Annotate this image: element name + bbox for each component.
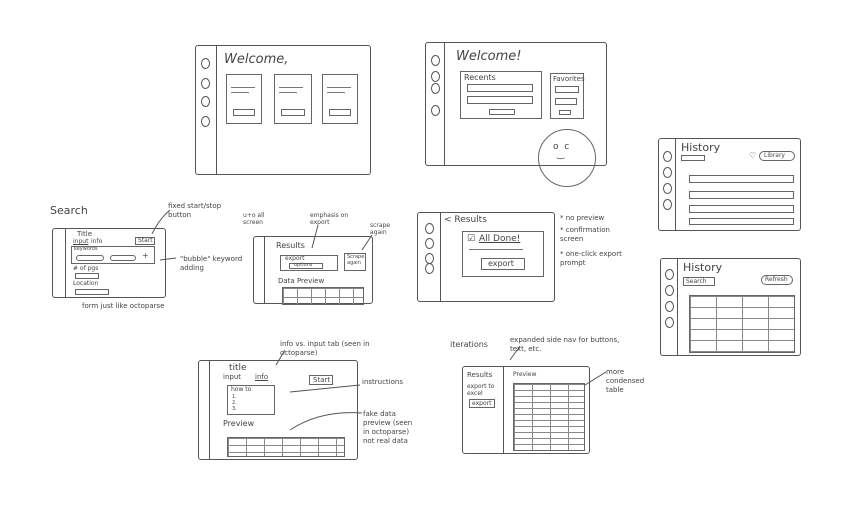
- data-preview-table: [282, 287, 364, 305]
- refresh-button[interactable]: Refresh: [761, 275, 793, 285]
- card: [274, 74, 312, 124]
- library-button[interactable]: Library: [759, 151, 795, 161]
- history-sketch-b: History Search Refresh: [660, 258, 801, 356]
- welcome-heading: Welcome!: [456, 49, 522, 64]
- annotation: scrape again: [370, 222, 391, 236]
- instructions-box: how to 1. 2. 3.: [227, 385, 275, 415]
- favorites-panel: Favorites: [550, 73, 585, 119]
- annotation: "bubble" keyword adding: [180, 255, 243, 272]
- history-heading: History: [681, 141, 721, 154]
- iteration-label: iterations: [450, 340, 488, 349]
- scrape-again-button[interactable]: Scrape again: [344, 253, 366, 271]
- results-sketch: Results export options Scrape again Data…: [253, 236, 373, 305]
- heart-icon: ♡: [749, 151, 757, 160]
- annotation: more condensed table: [606, 368, 645, 394]
- search-input[interactable]: Search: [683, 277, 715, 286]
- fake-data-preview-table: [227, 437, 345, 457]
- search-sketch-label: Search: [50, 204, 88, 217]
- start-button[interactable]: Start: [309, 375, 333, 385]
- location-input[interactable]: [75, 289, 109, 295]
- annotation: form just like octoparse: [82, 302, 165, 310]
- card: [322, 74, 358, 124]
- recents-panel: Recents: [460, 71, 542, 119]
- pages-input[interactable]: [75, 273, 99, 279]
- history-heading: History: [683, 261, 723, 274]
- confirmation-sketch: < Results ☑ All Done! export: [417, 212, 555, 302]
- annotation: fixed start/stop button: [168, 202, 222, 219]
- export-button[interactable]: export: [469, 399, 495, 408]
- annotation: emphasis on export: [310, 212, 349, 226]
- condensed-table: [513, 383, 585, 451]
- recents-label: Recents: [464, 73, 496, 82]
- export-button[interactable]: export: [481, 258, 525, 270]
- export-button[interactable]: options: [289, 262, 323, 269]
- annotation: info vs. input tab (seen in octoparse): [280, 340, 370, 357]
- annotation: fake data preview (seen in octoparse) no…: [363, 410, 413, 445]
- back-link[interactable]: < Results: [444, 215, 487, 225]
- favorites-label: Favorites: [553, 75, 585, 83]
- instructions-sketch: title input info Start how to 1. 2. 3. P…: [198, 360, 358, 460]
- annotation: u+o all screen: [243, 212, 265, 226]
- welcome-sketch-b: Welcome! Recents Favorites o c‿: [425, 42, 607, 187]
- welcome-sketch-a: Welcome,: [195, 45, 371, 175]
- add-keyword-icon[interactable]: +: [142, 251, 149, 260]
- start-button[interactable]: Start: [135, 237, 155, 245]
- card: [226, 74, 262, 124]
- filter-input[interactable]: [681, 155, 705, 161]
- history-table: [689, 295, 795, 353]
- annotation: instructions: [362, 378, 403, 386]
- history-sketch-a: History ♡ Library: [658, 138, 801, 231]
- annotation: * no preview: [560, 214, 605, 222]
- annotation: expanded side nav for buttons, text, etc…: [510, 336, 620, 353]
- check-icon: ☑: [467, 234, 476, 244]
- welcome-heading: Welcome,: [224, 52, 289, 67]
- annotation: * confirmation screen: [560, 226, 610, 243]
- smiley-character-icon: o c‿: [538, 129, 596, 187]
- iteration-sketch: Results export to excel export Preview: [462, 366, 590, 454]
- annotation: * one-click export prompt: [560, 250, 622, 267]
- search-sketch: Title input info Start keywords + # of p…: [52, 228, 166, 298]
